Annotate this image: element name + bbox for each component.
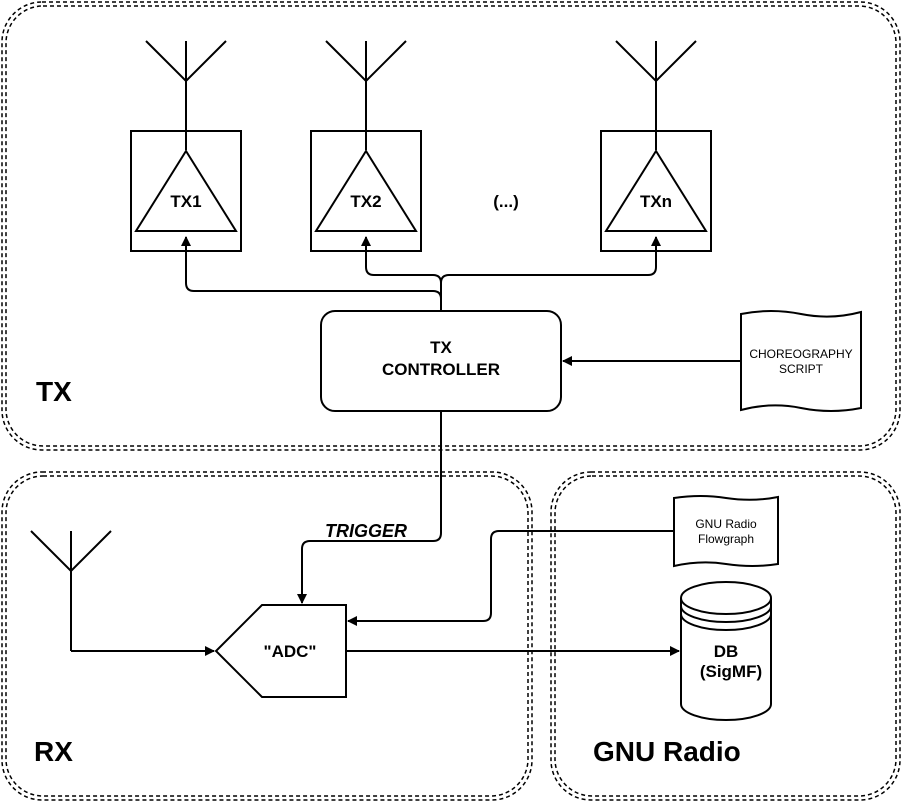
- controller-to-txn-line: [440, 236, 661, 311]
- tx2-antenna-icon: [325, 40, 407, 150]
- controller-label-line1: TX: [430, 338, 452, 357]
- txn-antenna-icon: [615, 40, 697, 150]
- tx2-label: TX2: [350, 192, 381, 211]
- tx-group-label: TX: [36, 376, 72, 407]
- adc-label: "ADC": [264, 642, 317, 661]
- adc-block: [214, 604, 347, 698]
- gnu-radio-group: [550, 471, 901, 801]
- choreography-script-document: [740, 310, 862, 412]
- tx-group: [1, 1, 901, 451]
- rx-group-label: RX: [34, 736, 73, 767]
- flowgraph-label-line1: GNU Radio: [695, 517, 757, 531]
- ellipsis-label: (...): [493, 192, 519, 211]
- flowgraph-to-adc-arrow: [347, 530, 674, 626]
- tx1-label: TX1: [170, 192, 201, 211]
- txn-label: TXn: [640, 192, 672, 211]
- trigger-line: [297, 411, 442, 604]
- controller-to-tx2-line: [361, 236, 442, 311]
- rx-antenna-icon: [30, 530, 112, 651]
- script-label-line1: CHOREOGRAPHY: [749, 347, 852, 361]
- db-label-line2: (SigMF): [700, 662, 762, 681]
- db-cylinder: [680, 581, 772, 721]
- rx-group: [1, 471, 533, 801]
- gnu-radio-flowgraph-document: [673, 495, 779, 568]
- controller-label-line2: CONTROLLER: [382, 360, 500, 379]
- db-label-line1: DB: [714, 642, 739, 661]
- gnu-radio-group-label: GNU Radio: [593, 736, 741, 767]
- trigger-label: TRIGGER: [325, 521, 407, 541]
- flowgraph-label-line2: Flowgraph: [698, 532, 754, 546]
- script-label-line2: SCRIPT: [779, 362, 824, 376]
- tx1-antenna-icon: [145, 40, 227, 150]
